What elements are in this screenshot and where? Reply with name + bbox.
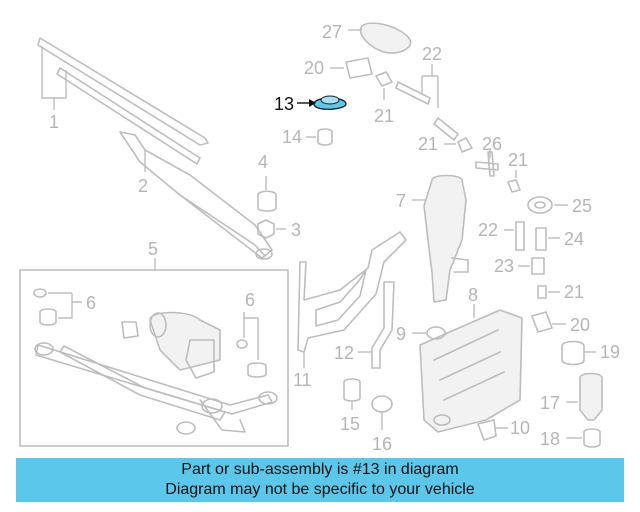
callout-1: 1 [49, 112, 59, 132]
callout-27: 27 [322, 22, 342, 42]
part-5-linkage [34, 342, 278, 435]
part-21-fitting-mid [444, 137, 473, 153]
part-19-seal [561, 340, 596, 366]
part-1-wiper-blade [37, 37, 209, 165]
callout-12: 12 [334, 343, 354, 363]
callout-24: 24 [564, 229, 584, 249]
callout-8: 8 [468, 285, 478, 305]
part-18-grommet [566, 428, 601, 448]
part-9-seal-ring [412, 326, 446, 340]
callout-7: 7 [396, 191, 406, 211]
part-15-sensor [343, 378, 361, 410]
info-banner: Part or sub-assembly is #13 in diagram D… [16, 458, 624, 502]
callout-21-top: 21 [374, 106, 394, 126]
callout-20-lower: 20 [570, 315, 590, 335]
callout-20-top: 20 [304, 58, 324, 78]
callout-11: 11 [293, 370, 312, 390]
part-14-bushing [306, 128, 333, 146]
part-7-filler-neck [412, 174, 469, 303]
part-8-reservoir [419, 304, 523, 433]
callout-22-lower: 22 [478, 220, 498, 240]
callout-18: 18 [540, 429, 560, 449]
part-20-connector-top [330, 57, 373, 79]
part-13-highlighted [297, 95, 347, 110]
callout-13: 13 [274, 94, 294, 114]
part-6-grommet-left [33, 288, 82, 326]
callout-23: 23 [494, 256, 514, 276]
callout-17: 17 [540, 393, 560, 413]
banner-line-1: Part or sub-assembly is #13 in diagram [181, 461, 459, 478]
part-17-pump [566, 372, 603, 421]
callout-6-left: 6 [86, 293, 96, 313]
banner-line-2: Diagram may not be specific to your vehi… [165, 481, 475, 498]
callout-5: 5 [148, 239, 158, 259]
callout-9: 9 [396, 324, 406, 344]
part-21-fitting-lower [537, 285, 560, 299]
part-5-motor [121, 311, 221, 379]
callout-22-top: 22 [422, 44, 442, 64]
callout-19: 19 [600, 342, 620, 362]
callout-2: 2 [138, 176, 148, 196]
part-4-cap [257, 176, 277, 212]
part-2-wiper-arm [119, 131, 273, 260]
callout-21-lower: 21 [564, 282, 584, 302]
parts-diagram: 1 2 4 3 5 6 [19, 22, 620, 454]
callout-21-right: 21 [508, 150, 528, 170]
callout-4: 4 [258, 152, 268, 172]
part-22-hose-top [395, 64, 459, 141]
part-11-bracket [297, 231, 407, 368]
part-24-valve [535, 227, 560, 251]
part-20-connector-lower [531, 311, 566, 333]
part-16-seal [371, 395, 393, 430]
part-25-grommet [527, 196, 568, 214]
part-26-tee [475, 150, 499, 177]
part-27-nozzle [348, 22, 412, 54]
part-5-subassembly-box [19, 269, 289, 447]
callout-14: 14 [282, 127, 302, 147]
part-3-nut [257, 219, 286, 239]
callout-3: 3 [291, 220, 301, 240]
callout-15: 15 [340, 414, 360, 434]
callout-16: 16 [372, 434, 392, 454]
callout-10: 10 [510, 418, 530, 438]
callout-26: 26 [482, 134, 502, 154]
part-21-fitting-top [375, 71, 393, 100]
callout-25: 25 [572, 196, 592, 216]
callout-6-right: 6 [245, 290, 255, 310]
part-6-grommet-right [236, 312, 267, 378]
part-21-fitting-right [507, 170, 521, 193]
part-12-strut [358, 281, 395, 369]
part-10-clip [477, 419, 508, 441]
part-22-hose-lower [504, 221, 525, 251]
callout-21-mid: 21 [418, 134, 438, 154]
part-23-connector [518, 257, 545, 275]
